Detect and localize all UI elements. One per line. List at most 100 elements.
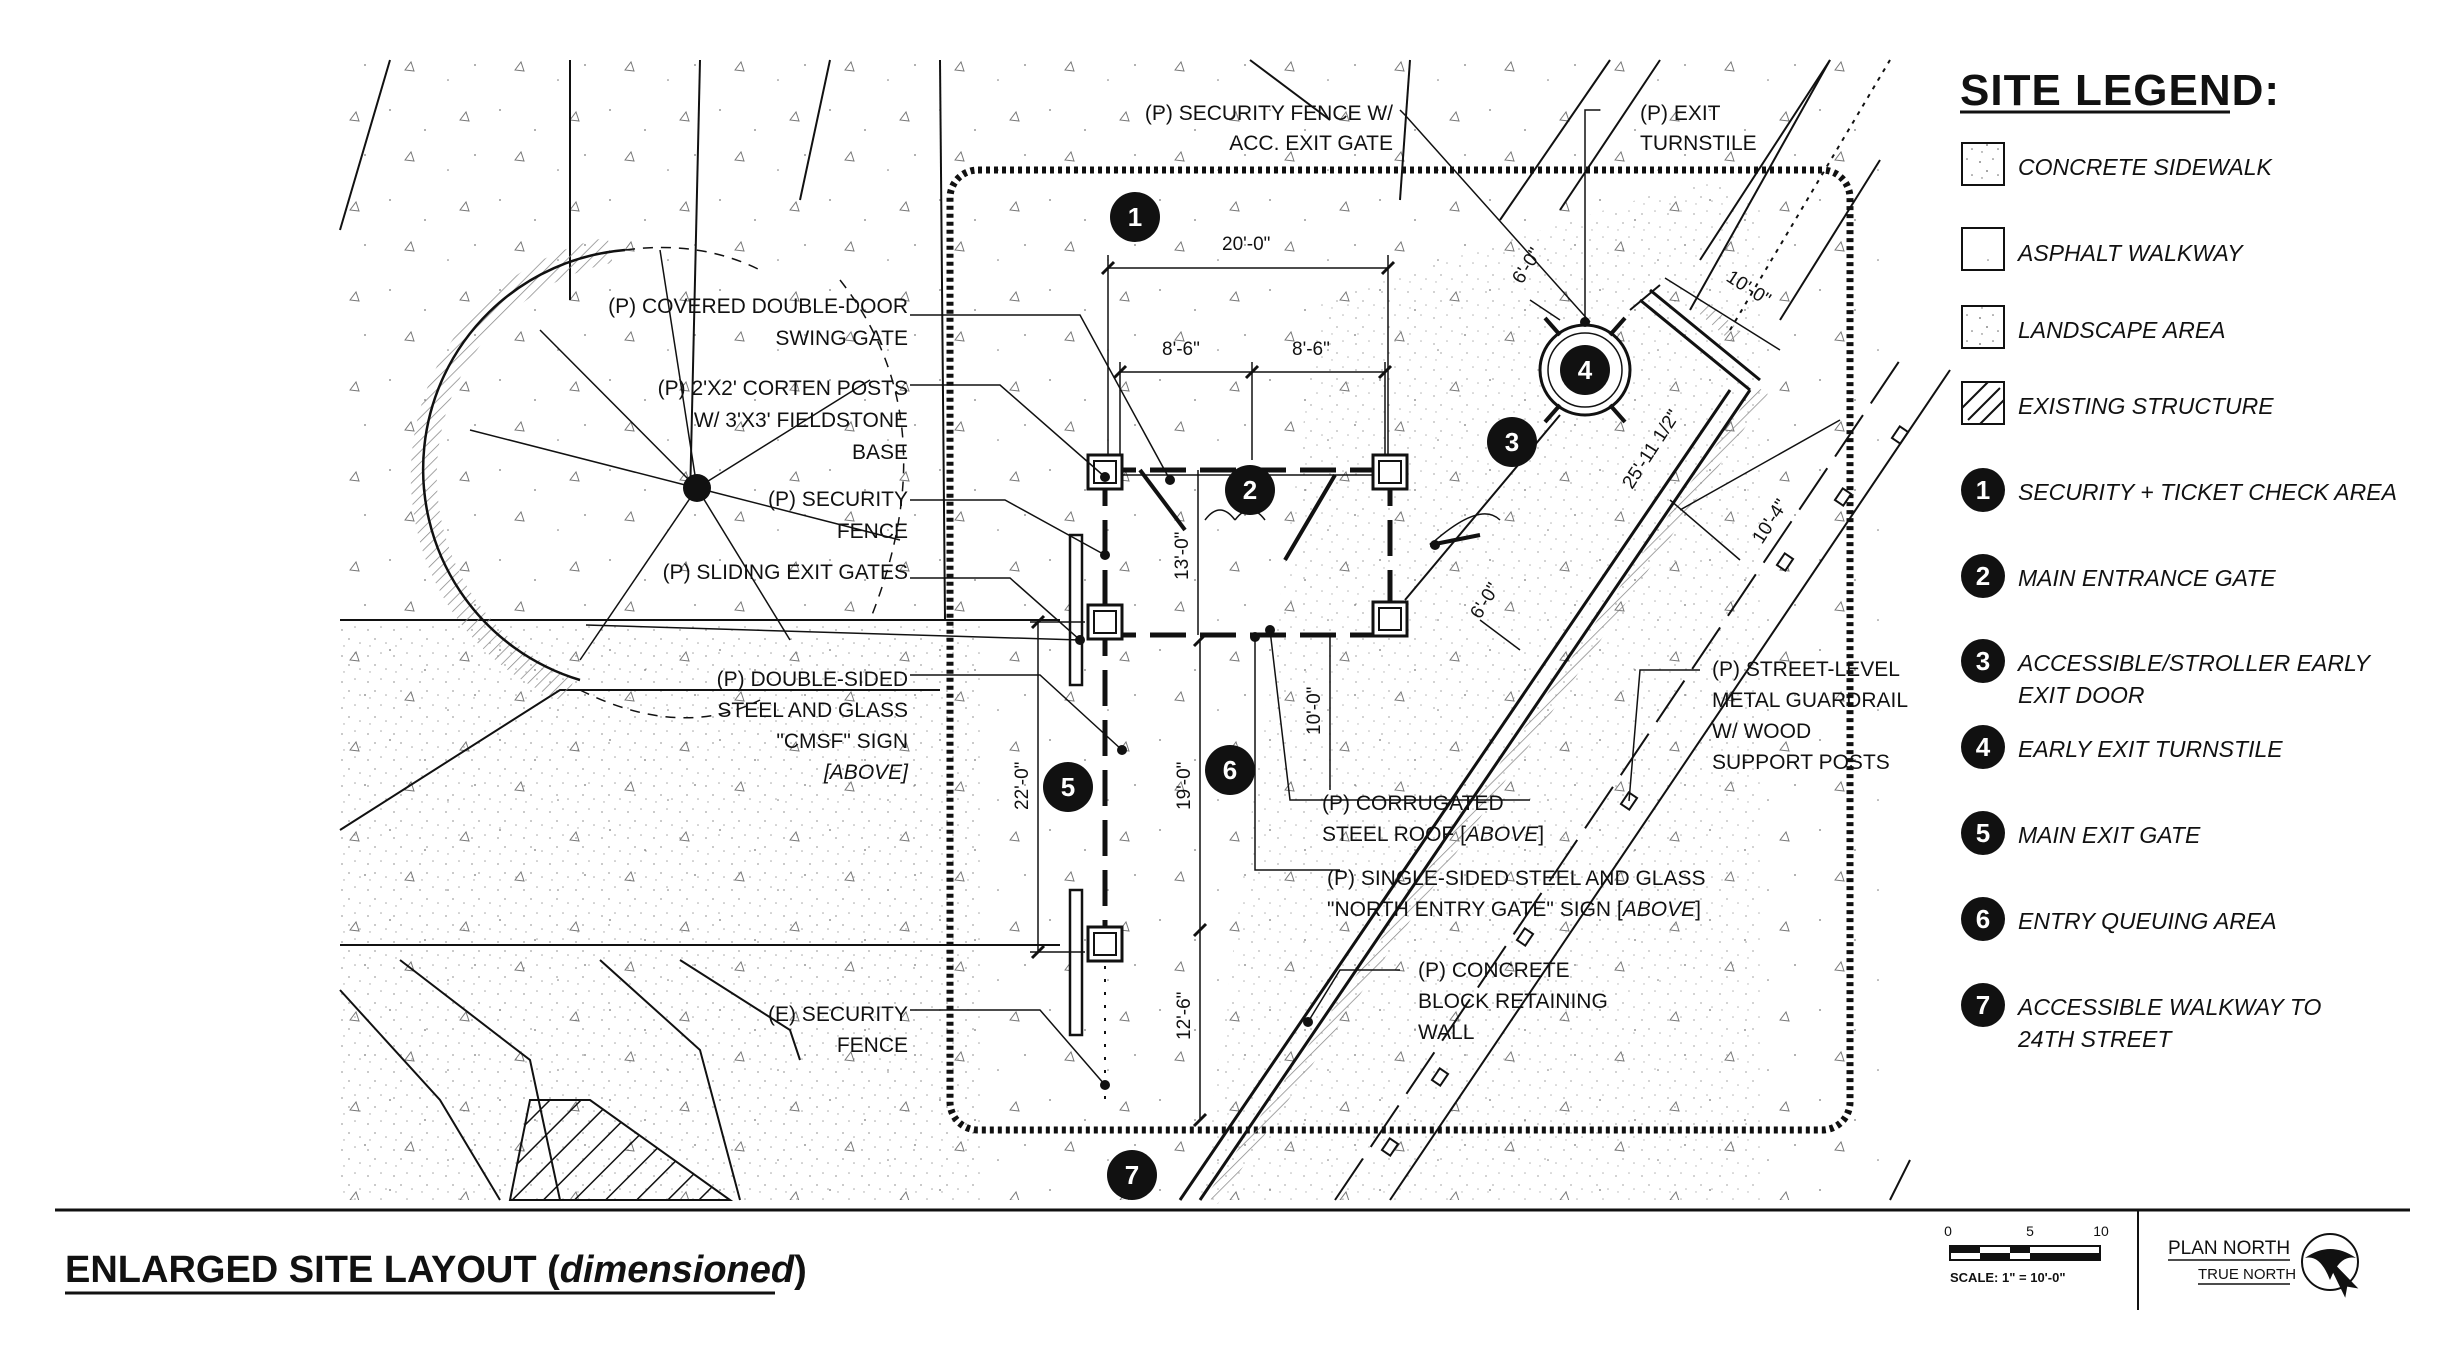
callout-north-sign-1: (P) SINGLE-SIDED STEEL AND GLASS xyxy=(1327,867,1706,890)
svg-text:7: 7 xyxy=(1125,1160,1139,1190)
plan-north-label: PLAN NORTH xyxy=(2168,1238,2290,1259)
legend-key-6: 6 ENTRY QUEUING AREA xyxy=(1961,897,2277,941)
swatch-existing-structure xyxy=(1961,381,2005,425)
dim-19ft: 19'-0" xyxy=(1174,762,1195,810)
svg-text:ACCESSIBLE WALKWAY TO: ACCESSIBLE WALKWAY TO xyxy=(2016,994,2321,1020)
callout-guardrail-3: W/ WOOD xyxy=(1712,720,1811,743)
svg-text:2: 2 xyxy=(1243,475,1257,505)
guardrail-posts xyxy=(1380,425,1910,1157)
plan-marker-3: 3 xyxy=(1487,417,1537,467)
callout-exit-turnstile-2: TURNSTILE xyxy=(1640,132,1757,155)
callout-covered-gate-1: (P) COVERED DOUBLE-DOOR xyxy=(608,295,908,318)
callout-fence-exit-gate-2: ACC. EXIT GATE xyxy=(1229,132,1393,155)
svg-text:0: 0 xyxy=(1944,1223,1952,1239)
svg-text:MAIN EXIT GATE: MAIN EXIT GATE xyxy=(2018,822,2201,848)
dim-12ft6: 12'-6" xyxy=(1174,992,1195,1040)
legend-asphalt-walkway: ASPHALT WALKWAY xyxy=(2016,240,2244,266)
plan-marker-2: 2 xyxy=(1225,465,1275,515)
svg-text:5: 5 xyxy=(1061,772,1075,802)
callout-retaining-wall-3: WALL xyxy=(1418,1021,1474,1044)
callout-retaining-wall-1: (P) CONCRETE xyxy=(1418,959,1570,982)
dim-8ft6-right: 8'-6" xyxy=(1292,339,1330,360)
plan-marker-1: 1 xyxy=(1110,192,1160,242)
svg-text:10: 10 xyxy=(2093,1223,2109,1239)
legend-key-2: 2 MAIN ENTRANCE GATE xyxy=(1961,554,2276,598)
swatch-asphalt-walkway xyxy=(1961,227,2005,271)
drawing-title: ENLARGED SITE LAYOUT (dimensioned) xyxy=(65,1249,807,1291)
svg-text:1: 1 xyxy=(1976,475,1990,505)
callout-security-fence-2: FENCE xyxy=(837,520,908,543)
street-edge xyxy=(1178,59,1951,1204)
site-legend: SITE LEGEND: CONCRETE SIDEWALK ASPHALT W… xyxy=(1960,66,2397,1052)
dim-8ft6-left: 8'-6" xyxy=(1162,339,1200,360)
svg-text:3: 3 xyxy=(1505,427,1519,457)
callout-cmsf-sign-1: (P) DOUBLE-SIDED xyxy=(717,668,908,691)
dim-22ft: 22'-0" xyxy=(1012,762,1033,810)
svg-text:6: 6 xyxy=(1976,904,1990,934)
legend-key-1: 1 SECURITY + TICKET CHECK AREA xyxy=(1961,468,2397,512)
legend-key-4: 4 EARLY EXIT TURNSTILE xyxy=(1961,725,2283,769)
callout-corten-posts-1: (P) 2'X2' CORTEN POSTS xyxy=(658,377,908,400)
svg-text:6: 6 xyxy=(1223,755,1237,785)
legend-existing-structure: EXISTING STRUCTURE xyxy=(2018,393,2274,419)
swatch-concrete-sidewalk xyxy=(1961,142,2005,186)
svg-text:3: 3 xyxy=(1976,646,1990,676)
north-arrow: PLAN NORTH TRUE NORTH xyxy=(2168,1233,2359,1298)
true-north-label: TRUE NORTH xyxy=(2198,1266,2296,1283)
callout-existing-fence-2: FENCE xyxy=(837,1034,908,1057)
callout-covered-gate-2: SWING GATE xyxy=(775,327,908,350)
callout-guardrail-1: (P) STREET-LEVEL xyxy=(1712,658,1900,681)
plan-marker-6: 6 xyxy=(1205,745,1255,795)
callout-retaining-wall-2: BLOCK RETAINING xyxy=(1418,990,1608,1013)
scale-caption: SCALE: 1" = 10'-0" xyxy=(1950,1270,2065,1285)
svg-text:EXIT DOOR: EXIT DOOR xyxy=(2018,682,2145,708)
callout-cmsf-sign-3: "CMSF" SIGN xyxy=(776,730,908,753)
callout-guardrail-4: SUPPORT POSTS xyxy=(1712,751,1890,774)
svg-text:2: 2 xyxy=(1976,561,1990,591)
callout-corrugated-roof-2: STEEL ROOF [ABOVE] xyxy=(1322,823,1544,846)
dim-13ft: 13'-0" xyxy=(1172,532,1193,580)
legend-concrete-sidewalk: CONCRETE SIDEWALK xyxy=(2018,154,2274,180)
callout-guardrail-2: METAL GUARDRAIL xyxy=(1712,689,1908,712)
svg-text:1: 1 xyxy=(1128,202,1142,232)
callout-cmsf-sign-above: [ABOVE] xyxy=(823,761,909,784)
callout-security-fence-1: (P) SECURITY xyxy=(768,488,908,511)
legend-key-3: 3 ACCESSIBLE/STROLLER EARLY EXIT DOOR xyxy=(1961,639,2372,708)
ground-surfaces xyxy=(340,60,1880,1200)
plan-marker-5: 5 xyxy=(1043,762,1093,812)
callout-fence-exit-gate-1: (P) SECURITY FENCE W/ xyxy=(1145,102,1393,125)
compass-icon xyxy=(2301,1233,2359,1298)
plan-marker-7: 7 xyxy=(1107,1150,1157,1200)
existing-structure-lower-left xyxy=(508,1099,734,1201)
callout-corten-posts-3: BASE xyxy=(852,441,908,464)
svg-text:4: 4 xyxy=(1976,732,1991,762)
svg-text:5: 5 xyxy=(1976,818,1990,848)
callout-cmsf-sign-2: STEEL AND GLASS xyxy=(717,699,908,722)
callout-exit-turnstile-1: (P) EXIT xyxy=(1640,102,1721,125)
callout-existing-fence-1: (E) SECURITY xyxy=(768,1003,908,1026)
dim-10ft-vertical: 10'-0" xyxy=(1304,687,1325,735)
svg-text:24TH STREET: 24TH STREET xyxy=(2017,1026,2173,1052)
callout-leaders xyxy=(585,109,1700,1086)
legend-heading: SITE LEGEND: xyxy=(1960,66,2280,115)
svg-text:4: 4 xyxy=(1578,355,1593,385)
scale-bar: 0 5 10 SCALE: 1" = 10'-0" xyxy=(1944,1223,2109,1285)
svg-text:ENTRY QUEUING AREA: ENTRY QUEUING AREA xyxy=(2018,908,2277,934)
existing-round-structure xyxy=(410,237,905,719)
swatch-landscape-area xyxy=(1961,305,2005,349)
callout-sliding-gates: (P) SLIDING EXIT GATES xyxy=(663,561,908,584)
legend-landscape-area: LANDSCAPE AREA xyxy=(2018,317,2226,343)
callout-corrugated-roof-1: (P) CORRUGATED xyxy=(1322,792,1504,815)
svg-text:ACCESSIBLE/STROLLER EARLY: ACCESSIBLE/STROLLER EARLY xyxy=(2016,650,2372,676)
legend-key-7: 7 ACCESSIBLE WALKWAY TO 24TH STREET xyxy=(1961,983,2321,1052)
dimension-ticks xyxy=(1030,260,1396,1128)
security-area-boundary xyxy=(946,166,1854,1134)
svg-text:MAIN ENTRANCE GATE: MAIN ENTRANCE GATE xyxy=(2018,565,2276,591)
dim-20ft: 20'-0" xyxy=(1222,234,1270,255)
legend-key-5: 5 MAIN EXIT GATE xyxy=(1961,811,2201,855)
svg-text:EARLY EXIT TURNSTILE: EARLY EXIT TURNSTILE xyxy=(2018,736,2283,762)
callout-corten-posts-2: W/ 3'X3' FIELDSTONE xyxy=(694,409,908,432)
callout-north-sign-2: "NORTH ENTRY GATE" SIGN [ABOVE] xyxy=(1327,898,1701,921)
svg-text:SECURITY + TICKET CHECK AREA: SECURITY + TICKET CHECK AREA xyxy=(2018,479,2397,505)
